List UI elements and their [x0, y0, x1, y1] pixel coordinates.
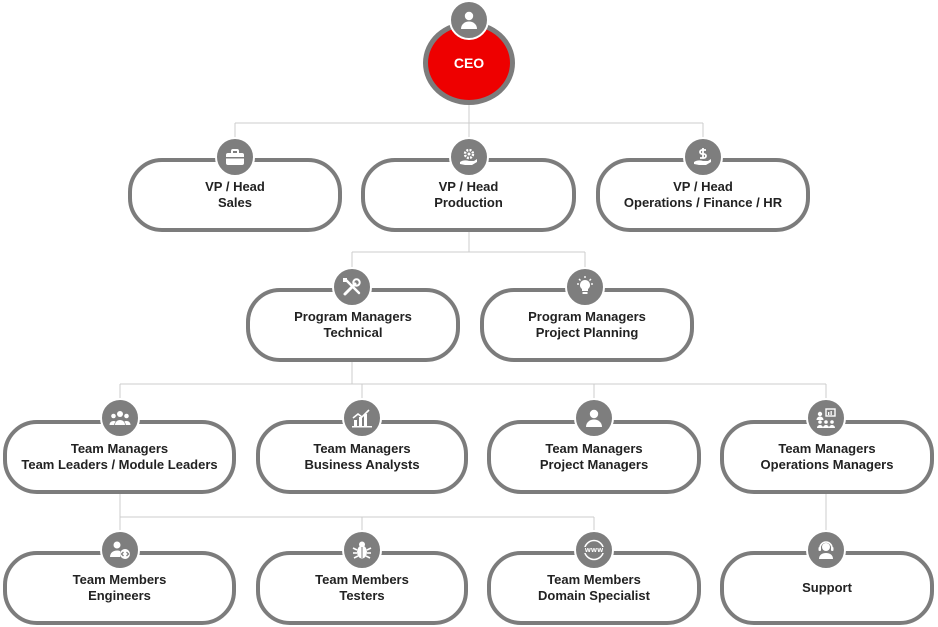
- headset-icon: [806, 530, 846, 570]
- group-icon: [100, 398, 140, 438]
- member-domain-title: Team Members: [547, 572, 641, 587]
- pm-technical-title: Program Managers: [294, 309, 412, 324]
- tm-project-dept: Project Managers: [539, 457, 649, 472]
- vp-production-title: VP / Head: [438, 179, 499, 194]
- vp-operations-title: VP / Head: [673, 179, 733, 194]
- tm-operations-title: Team Managers: [778, 441, 876, 456]
- lightbulb-icon: [565, 267, 605, 307]
- tm-analysts-dept: Business Analysts: [304, 457, 420, 472]
- tm-leaders-dept: Team Leaders / Module Leaders: [21, 457, 218, 472]
- tm-leaders-title: Team Managers: [70, 441, 169, 456]
- bar-chart-icon: [342, 398, 382, 438]
- hand-dollar-icon: [683, 137, 723, 177]
- pm-planning-title: Program Managers: [528, 309, 646, 324]
- support-label: Support: [802, 580, 852, 595]
- user-icon: [449, 0, 489, 40]
- member-domain-dept: Domain Specialist: [538, 588, 650, 603]
- www-icon: WWW: [574, 530, 614, 570]
- vp-operations-dept: Operations / Finance / HR: [623, 195, 783, 210]
- briefcase-icon: [215, 137, 255, 177]
- member-domain-node: Team Members Domain Specialist: [487, 551, 701, 625]
- presentation-icon: [806, 398, 846, 438]
- pm-planning-dept: Project Planning: [535, 325, 639, 340]
- vp-sales-title: VP / Head: [205, 179, 265, 194]
- vp-production-dept: Production: [434, 195, 503, 210]
- vp-sales-dept: Sales: [218, 195, 252, 210]
- pm-technical-node: Program Managers Technical: [246, 288, 460, 362]
- tm-analysts-title: Team Managers: [313, 441, 411, 456]
- tools-icon: [332, 267, 372, 307]
- tm-operations-dept: Operations Managers: [760, 457, 894, 472]
- developer-icon: [100, 530, 140, 570]
- ceo-label: CEO: [453, 55, 485, 71]
- member-testers-dept: Testers: [339, 588, 385, 603]
- member-engineers-title: Team Members: [72, 572, 167, 587]
- bug-icon: [342, 530, 382, 570]
- tm-project-title: Team Managers: [545, 441, 643, 456]
- member-engineers-dept: Engineers: [88, 588, 151, 603]
- svg-text:WWW: WWW: [585, 548, 604, 554]
- hand-gear-icon: [449, 137, 489, 177]
- member-testers-title: Team Members: [315, 572, 409, 587]
- pm-technical-dept: Technical: [323, 325, 383, 340]
- person-icon: [574, 398, 614, 438]
